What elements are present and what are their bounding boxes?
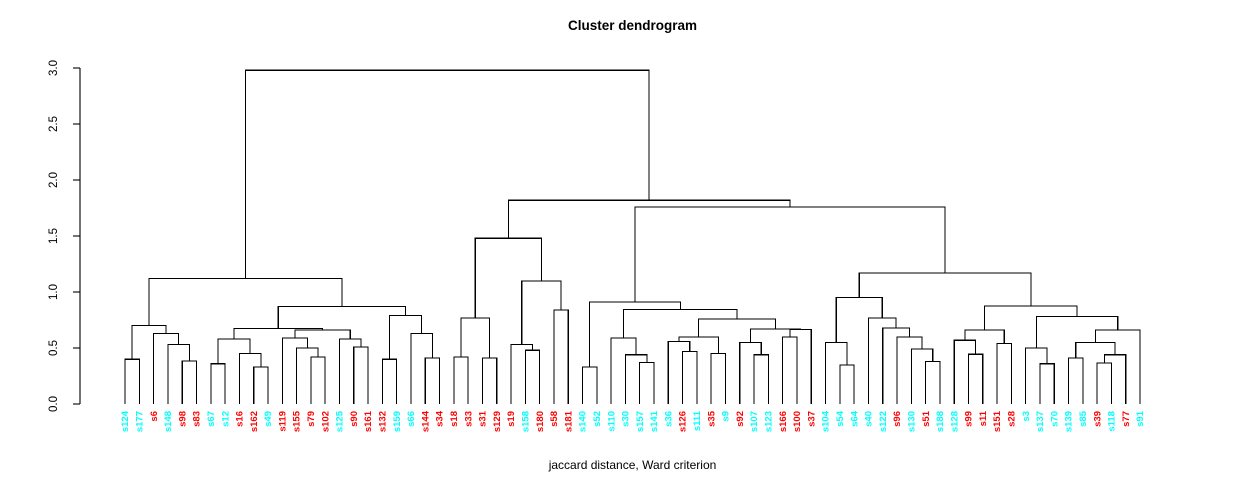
leaf-label: s11 — [978, 410, 989, 426]
leaf-label: s107 — [749, 411, 760, 432]
leaf-label: s35 — [706, 410, 717, 427]
leaf-label: s125 — [335, 410, 346, 432]
leaf-label: s137 — [1035, 411, 1046, 432]
leaf-label: s104 — [821, 410, 832, 432]
leaf-label: s92 — [735, 411, 746, 427]
leaf-label: s159 — [392, 411, 403, 432]
leaf-label: s30 — [621, 411, 632, 427]
leaf-label: s141 — [649, 410, 660, 432]
leaf-label: s9 — [721, 411, 732, 422]
leaf-label: s155 — [292, 410, 303, 432]
leaf-label: s58 — [549, 411, 560, 427]
leaf-label: s180 — [535, 411, 546, 432]
leaf-label: s64 — [849, 410, 860, 427]
leaf-label: s151 — [992, 410, 1003, 432]
leaf-label: s128 — [949, 411, 960, 432]
leaf-label: s98 — [177, 411, 188, 427]
leaf-label: s90 — [349, 411, 360, 427]
y-tick-label: 1.0 — [48, 284, 60, 300]
leaf-label: s188 — [935, 411, 946, 432]
leaf-label: s126 — [678, 411, 689, 432]
leaf-label: s83 — [192, 411, 203, 427]
leaf-label: s66 — [406, 411, 417, 427]
y-tick-label: 2.5 — [48, 116, 60, 132]
dendrogram-links — [124, 69, 1141, 404]
y-tick-label: 3.0 — [48, 60, 60, 76]
leaf-label: s124 — [120, 410, 131, 432]
y-tick-label: 1.5 — [48, 228, 60, 244]
leaf-label: s162 — [249, 411, 260, 432]
leaf-label: s96 — [892, 411, 903, 427]
leaf-label: s157 — [635, 411, 646, 432]
y-tick-label: 0.0 — [48, 396, 60, 412]
leaf-label: s77 — [1121, 411, 1132, 427]
leaf-label: s140 — [578, 411, 589, 432]
leaf-label: s144 — [420, 410, 431, 432]
leaf-label: s52 — [592, 411, 603, 427]
leaf-label: s36 — [663, 411, 674, 427]
leaf-label: s85 — [1078, 410, 1089, 427]
leaf-label: s111 — [692, 410, 703, 431]
leaf-label: s34 — [435, 410, 446, 427]
leaf-label: s123 — [764, 411, 775, 432]
leaf-label: s40 — [864, 411, 875, 427]
leaf-label: s19 — [506, 411, 517, 427]
leaf-label: s49 — [263, 411, 274, 427]
leaf-label: s33 — [463, 411, 474, 427]
leaf-label: s39 — [1092, 411, 1103, 427]
leaf-label: s161 — [363, 410, 374, 432]
leaf-label: s99 — [964, 411, 975, 427]
leaf-label: s177 — [134, 411, 145, 432]
leaf-label: s91 — [1135, 410, 1146, 427]
leaf-label: s148 — [163, 411, 174, 432]
leaf-label: s132 — [378, 411, 389, 432]
leaf-label: s119 — [277, 411, 288, 432]
x-axis-label: jaccard distance, Ward criterion — [548, 458, 717, 472]
y-axis: 0.0 0.5 1.0 1.5 2.0 2.5 3.0 — [48, 60, 81, 412]
leaf-label: s118 — [1107, 411, 1118, 432]
leaf-label: s31 — [478, 410, 489, 427]
leaf-label: s3 — [1021, 411, 1032, 422]
leaf-label: s37 — [806, 411, 817, 427]
leaf-label: s129 — [492, 411, 503, 432]
y-tick-label: 2.0 — [48, 172, 60, 188]
y-tick-label: 0.5 — [48, 340, 60, 356]
leaf-label: s28 — [1007, 411, 1018, 427]
leaf-label: s122 — [878, 411, 889, 432]
leaf-label: s54 — [835, 410, 846, 427]
leaf-label: s12 — [220, 411, 231, 427]
leaf-label: s130 — [906, 411, 917, 432]
leaf-label: s166 — [778, 411, 789, 432]
leaf-label: s6 — [149, 411, 160, 422]
leaf-label: s181 — [563, 410, 574, 432]
leaf-label: s102 — [320, 411, 331, 432]
leaf-label: s16 — [235, 411, 246, 427]
leaf-label: s110 — [606, 411, 617, 432]
leaf-label: s100 — [792, 411, 803, 432]
chart-title: Cluster dendrogram — [567, 18, 698, 33]
leaf-label: s18 — [449, 411, 460, 427]
leaf-label: s51 — [921, 410, 932, 427]
leaf-label: s70 — [1049, 411, 1060, 427]
leaf-label: s79 — [306, 411, 317, 427]
leaf-label: s139 — [1064, 411, 1075, 432]
leaf-label: s158 — [520, 411, 531, 432]
leaf-label: s67 — [206, 411, 217, 427]
